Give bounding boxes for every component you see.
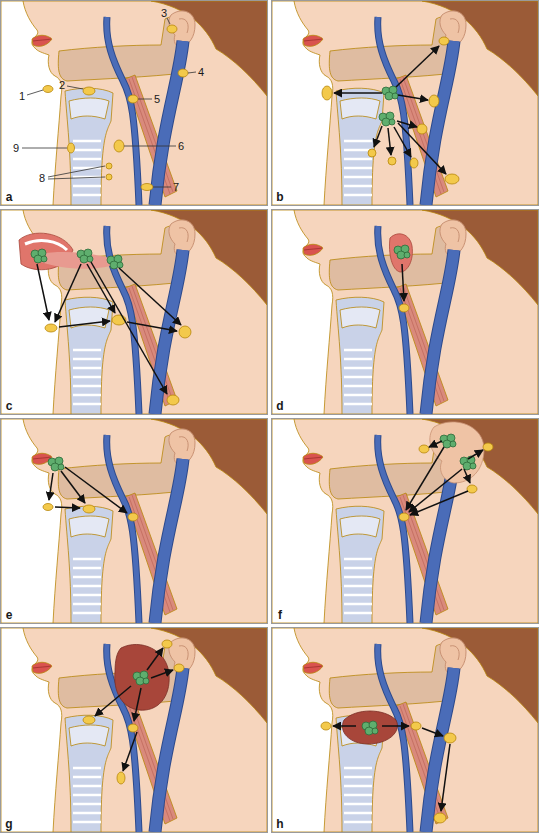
panel-letter: c bbox=[6, 400, 13, 412]
callout-number: 9 bbox=[13, 143, 19, 154]
panel-g bbox=[1, 628, 267, 832]
callout-number: 5 bbox=[154, 94, 160, 105]
panel-letter: e bbox=[6, 609, 13, 621]
callout-number: 7 bbox=[173, 182, 179, 193]
callout-number: 4 bbox=[198, 67, 204, 78]
callout-number: 6 bbox=[178, 141, 184, 152]
panel-b bbox=[272, 1, 538, 205]
panel-d bbox=[272, 210, 538, 414]
panel-f bbox=[272, 419, 538, 623]
callout-number: 3 bbox=[161, 8, 167, 19]
panel-letter: h bbox=[276, 818, 283, 830]
panel-c bbox=[1, 210, 267, 414]
panel-a bbox=[1, 1, 267, 205]
panel-letter: g bbox=[5, 818, 12, 830]
panel-letter: f bbox=[278, 609, 282, 621]
callout-number: 2 bbox=[59, 80, 65, 91]
panel-h bbox=[272, 628, 538, 832]
callout-number: 8 bbox=[39, 173, 45, 184]
panel-letter: a bbox=[6, 191, 13, 203]
panel-e bbox=[1, 419, 267, 623]
panel-letter: d bbox=[276, 400, 283, 412]
panel-letter: b bbox=[276, 191, 283, 203]
callout-number: 1 bbox=[19, 91, 25, 102]
